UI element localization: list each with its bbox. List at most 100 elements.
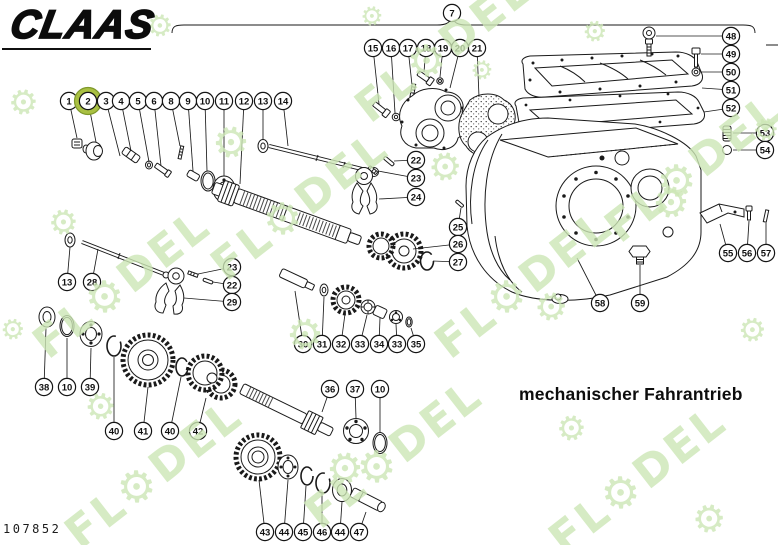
callout-16[interactable]: 16 [381,38,401,58]
svg-text:51: 51 [726,85,737,96]
callout-17[interactable]: 17 [398,38,418,58]
callout-44[interactable]: 44 [330,522,350,542]
callout-55[interactable]: 55 [718,243,738,263]
callout-24[interactable]: 24 [406,187,426,207]
svg-text:48: 48 [726,31,737,42]
callout-26[interactable]: 26 [448,234,468,254]
leader-line [137,100,150,163]
callout-10[interactable]: 10 [370,379,390,399]
callout-15[interactable]: 15 [363,38,383,58]
callout-49[interactable]: 49 [721,44,741,64]
gear-train-bottom-drawing [233,432,386,513]
callout-9[interactable]: 9 [178,91,198,111]
callout-13[interactable]: 13 [253,91,273,111]
svg-text:41: 41 [138,426,149,437]
svg-text:44: 44 [335,527,346,538]
callout-10[interactable]: 10 [57,377,77,397]
countershaft-parts-drawing [279,268,413,328]
svg-text:47: 47 [354,527,365,538]
callout-11[interactable]: 11 [214,91,234,111]
callout-56[interactable]: 56 [737,243,757,263]
callout-57[interactable]: 57 [756,243,776,263]
svg-text:37: 37 [350,384,361,395]
callout-40[interactable]: 40 [160,421,180,441]
callout-42[interactable]: 42 [188,421,208,441]
callout-45[interactable]: 45 [293,522,313,542]
svg-text:44: 44 [279,527,290,538]
callout-31[interactable]: 31 [312,334,332,354]
svg-text:22: 22 [227,280,238,291]
callout-5[interactable]: 5 [128,91,148,111]
callout-38[interactable]: 38 [34,377,54,397]
callout-46[interactable]: 46 [312,522,332,542]
callout-19[interactable]: 19 [433,38,453,58]
callout-59[interactable]: 59 [630,293,650,313]
callout-47[interactable]: 47 [349,522,369,542]
callout-28[interactable]: 28 [82,272,102,292]
callout-32[interactable]: 32 [331,334,351,354]
callout-44[interactable]: 44 [274,522,294,542]
callout-12[interactable]: 12 [234,91,254,111]
callout-39[interactable]: 39 [80,377,100,397]
callout-22[interactable]: 22 [406,150,426,170]
leader-line [390,47,396,114]
callout-8[interactable]: 8 [161,91,181,111]
svg-text:19: 19 [438,43,449,54]
callout-4[interactable]: 4 [111,91,131,111]
output-shaft-drawing [239,383,388,454]
callout-23[interactable]: 23 [222,257,242,277]
callout-58[interactable]: 58 [590,293,610,313]
callout-6[interactable]: 6 [144,91,164,111]
callout-37[interactable]: 37 [345,379,365,399]
top-cover-drawing [521,51,703,98]
callout-14[interactable]: 14 [273,91,293,111]
callout-25[interactable]: 25 [448,217,468,237]
callout-34[interactable]: 34 [369,334,389,354]
callout-51[interactable]: 51 [721,80,741,100]
callout-33[interactable]: 33 [387,334,407,354]
svg-text:33: 33 [392,339,403,350]
input-shaft-drawing [211,180,362,245]
side-cover-drawing [399,88,468,151]
drain-plug-drawing [628,245,651,265]
svg-text:33: 33 [355,339,366,350]
callout-40[interactable]: 40 [104,421,124,441]
callout-7[interactable]: 7 [442,3,462,23]
callout-2[interactable]: 2 [73,86,103,116]
sliding-gear-cluster-drawing [366,231,435,271]
callout-27[interactable]: 27 [448,252,468,272]
svg-text:10: 10 [200,96,211,107]
svg-text:8: 8 [168,96,173,107]
svg-text:29: 29 [227,297,238,308]
callout-41[interactable]: 41 [133,421,153,441]
callout-18[interactable]: 18 [416,38,436,58]
callout-23[interactable]: 23 [406,168,426,188]
leader-line [372,47,380,105]
callout-21[interactable]: 21 [467,38,487,58]
callout-13[interactable]: 13 [57,272,77,292]
callout-29[interactable]: 29 [222,292,242,312]
callout-30[interactable]: 30 [293,334,313,354]
cover-bolt-drawing [691,47,701,77]
callout-22[interactable]: 22 [222,275,242,295]
callout-52[interactable]: 52 [721,98,741,118]
callout-35[interactable]: 35 [406,334,426,354]
callout-20[interactable]: 20 [450,38,470,58]
callout-50[interactable]: 50 [721,62,741,82]
callout-36[interactable]: 36 [320,379,340,399]
svg-text:10: 10 [375,384,386,395]
callout-54[interactable]: 54 [755,140,775,160]
svg-text:40: 40 [109,426,120,437]
svg-text:50: 50 [726,67,737,78]
callout-53[interactable]: 53 [755,123,775,143]
callout-33[interactable]: 33 [350,334,370,354]
svg-text:13: 13 [62,277,73,288]
callout-43[interactable]: 43 [255,522,275,542]
callout-10[interactable]: 10 [195,91,215,111]
svg-text:40: 40 [165,426,176,437]
callout-48[interactable]: 48 [721,26,741,46]
claas-logo: CLAAS [6,2,158,48]
